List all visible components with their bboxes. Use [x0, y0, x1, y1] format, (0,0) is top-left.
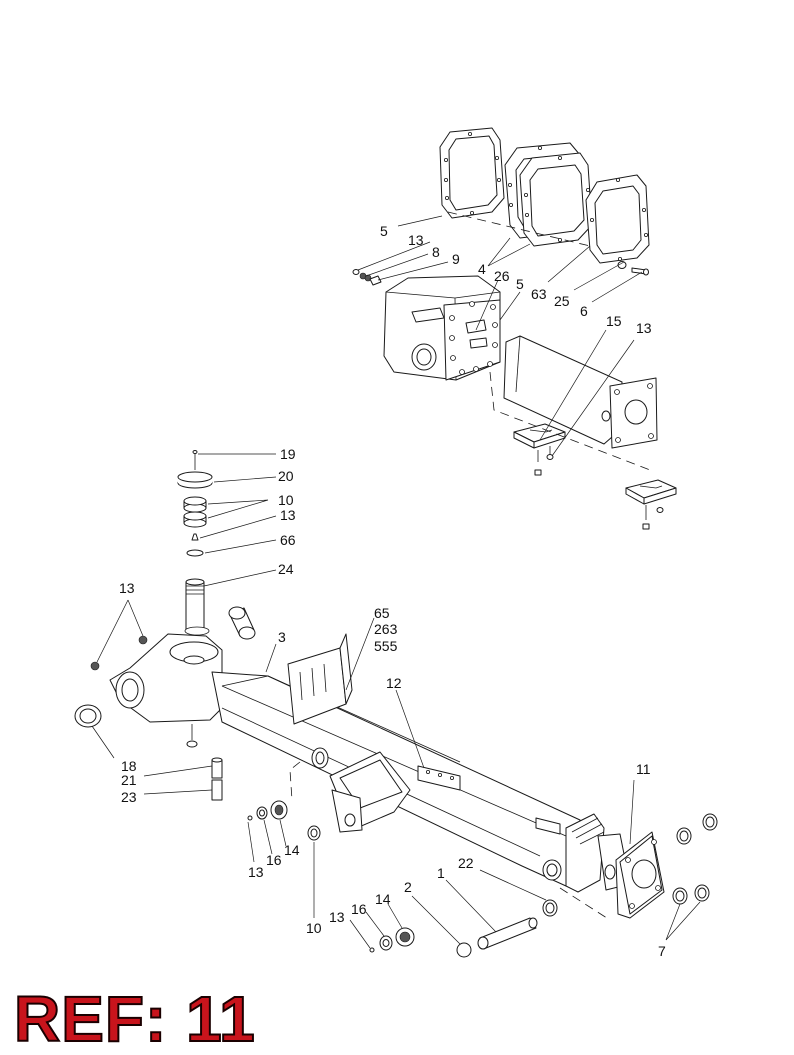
cap-20 [177, 471, 213, 489]
callout-10-lower: 10 [306, 920, 322, 936]
spindle-end-11 [597, 831, 665, 919]
callout-14-lower: 14 [375, 891, 391, 907]
reference-label: REF: 11 [13, 983, 256, 1055]
leader-lines [91, 215, 701, 949]
callout-16-lower: 16 [351, 901, 367, 917]
oring-66 [186, 549, 204, 557]
grease-fitting-19 [192, 450, 198, 470]
callout-14-mid: 14 [284, 842, 300, 858]
callout-20: 20 [278, 468, 294, 484]
bushing-14-lower [395, 927, 415, 947]
callout-3: 3 [278, 629, 286, 645]
fitting-13-lower [369, 947, 375, 953]
callout-5-upper: 5 [380, 223, 388, 239]
pivot-pin-1 [477, 917, 538, 950]
callout-63: 63 [531, 286, 547, 302]
callout-11: 11 [636, 761, 651, 777]
bracket-15-upper [513, 423, 566, 476]
washer-small-upper [352, 269, 360, 275]
callout-13-pin: 13 [280, 507, 296, 523]
callout-12: 12 [386, 675, 402, 691]
spring-8 [359, 272, 372, 282]
callout-263: 263 [374, 621, 398, 637]
callout-5-mid: 5 [516, 276, 524, 292]
bearing-10-upper [183, 496, 207, 513]
bushing-18 [74, 704, 102, 728]
callout-24: 24 [278, 561, 294, 577]
callout-13-bracket: 13 [636, 320, 652, 336]
callout-labels: 5 13 8 9 4 26 5 63 25 6 15 13 19 20 10 1… [119, 223, 666, 959]
bolt-6 [631, 267, 649, 276]
callout-4: 4 [478, 261, 486, 277]
bearing-10-lower [183, 511, 207, 528]
callout-15: 15 [606, 313, 622, 329]
washer-16-lower [379, 935, 393, 951]
callout-25: 25 [554, 293, 570, 309]
callout-13-upper: 13 [408, 232, 424, 248]
gasket-frame-rear [519, 152, 593, 247]
callout-2: 2 [404, 879, 412, 895]
gasket-left [439, 127, 505, 219]
callout-9: 9 [452, 251, 460, 267]
callout-66: 66 [280, 532, 296, 548]
grease-fitting-13-left [90, 635, 148, 671]
bushing-22 [542, 899, 558, 917]
callout-19: 19 [280, 446, 296, 462]
snap-ring-2 [456, 942, 472, 958]
callout-13-left: 13 [119, 580, 135, 596]
bolt-21-23 [211, 757, 223, 801]
bracket-plate-65 [287, 633, 353, 725]
bushing-14-mid [270, 800, 288, 820]
bracket-15-lower [625, 479, 677, 530]
callout-22: 22 [458, 855, 474, 871]
callout-13-mid: 13 [248, 864, 264, 880]
callout-8: 8 [432, 244, 440, 260]
callout-26: 26 [494, 268, 510, 284]
fitting-13-pin [191, 533, 199, 541]
bushing-7-group [672, 813, 718, 905]
callout-1: 1 [437, 865, 445, 881]
callout-7: 7 [658, 943, 666, 959]
callout-6: 6 [580, 303, 588, 319]
bushing-upper-right [228, 606, 256, 640]
kingpin-24 [185, 578, 205, 633]
callout-23: 23 [121, 789, 137, 805]
callout-13-lower: 13 [329, 909, 345, 925]
callout-16-mid: 16 [266, 852, 282, 868]
bushing-10-lower [307, 825, 321, 841]
fitting-13-mid [247, 815, 253, 821]
plug-9 [369, 275, 382, 286]
axle-beam-3 [109, 626, 605, 893]
callout-555: 555 [374, 638, 398, 654]
callout-21: 21 [121, 772, 137, 788]
gearbox-housing [383, 275, 501, 381]
callout-18: 18 [121, 758, 137, 774]
callout-65: 65 [374, 605, 390, 621]
washer-16-mid [256, 806, 268, 820]
callout-10-upper: 10 [278, 492, 294, 508]
extension-tube [503, 335, 658, 449]
gasket-right [585, 174, 650, 264]
